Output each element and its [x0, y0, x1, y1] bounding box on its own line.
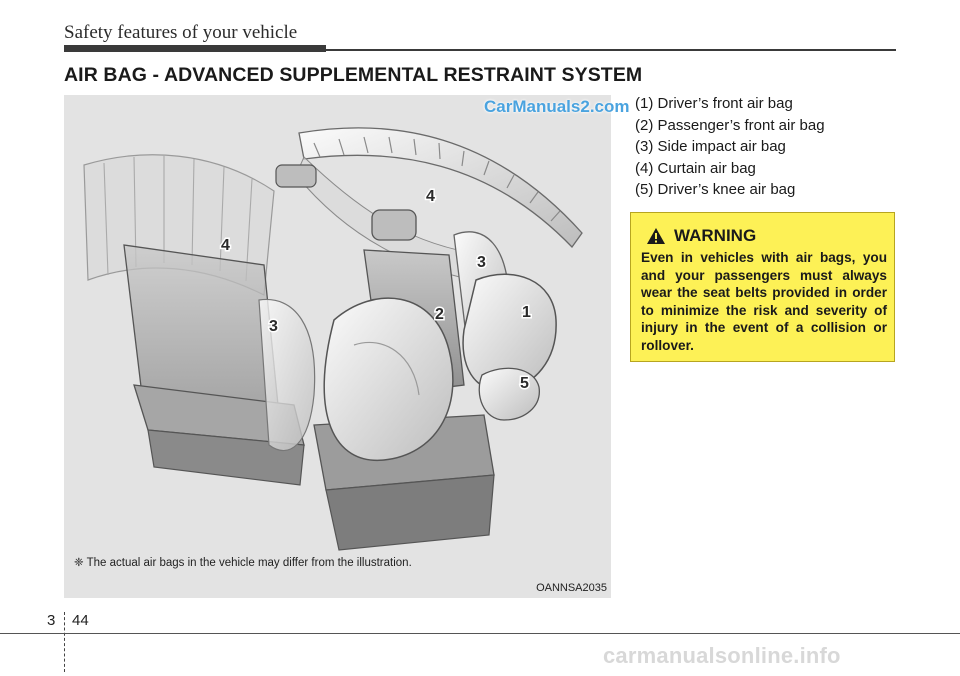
- chapter-number: 3: [47, 612, 56, 629]
- header-rule-thick: [64, 45, 326, 52]
- warning-header: WARNING: [646, 225, 756, 247]
- legend-item-side-impact: (3) Side impact air bag: [635, 138, 786, 155]
- figure-code: OANNSA2035: [536, 582, 607, 594]
- callout-3-front: 3: [477, 254, 486, 271]
- legend-item-passenger-front: (2) Passenger’s front air bag: [635, 116, 825, 134]
- header-rule-thin: [326, 49, 896, 51]
- section-header: Safety features of your vehicle: [64, 22, 298, 43]
- callout-5: 5: [520, 375, 529, 392]
- legend-item-knee: (5) Driver’s knee air bag: [635, 181, 796, 198]
- curtain-airbag-shape: [295, 127, 583, 286]
- footer-divider-vertical: [64, 612, 65, 672]
- watermark-logo: CarManuals2.com: [484, 97, 630, 116]
- callout-1: 1: [522, 304, 531, 321]
- warning-title: WARNING: [674, 226, 757, 245]
- knee-airbag-shape: [478, 367, 540, 421]
- figure-note: ❈ The actual air bags in the vehicle may…: [74, 557, 412, 569]
- airbag-drawing: 1 2 3 3 4 4 5: [83, 127, 583, 551]
- callout-4-rear: 4: [221, 237, 230, 254]
- rear-seat-shape: [123, 164, 317, 486]
- warning-text: Even in vehicles with air bags, you and …: [641, 250, 887, 353]
- rear-side-airbag-shape: [258, 298, 316, 452]
- page-title: AIR BAG - ADVANCED SUPPLEMENTAL RESTRAIN…: [64, 64, 643, 86]
- airbag-legend-list: (1) Driver’s front air bag (2) Passenger…: [635, 93, 825, 201]
- callout-4-front: 4: [426, 188, 435, 205]
- callout-2: 2: [435, 306, 444, 323]
- warning-box: WARNING Even in vehicles with air bags, …: [630, 212, 895, 362]
- footer-watermark: carmanualsonline.info: [603, 643, 841, 668]
- warning-triangle-icon: [647, 228, 665, 244]
- passenger-front-airbag-shape: [323, 297, 454, 462]
- driver-front-airbag-shape: [462, 273, 557, 391]
- callout-3-rear: 3: [269, 318, 278, 335]
- footer-rule: [0, 633, 960, 634]
- legend-item-driver-front: (1) Driver’s front air bag: [635, 95, 793, 112]
- airbag-illustration: 1 2 3 3 4 4 5 CarManuals2.com ❈ The actu…: [64, 95, 630, 598]
- page-number: 44: [72, 612, 89, 629]
- legend-item-curtain: (4) Curtain air bag: [635, 159, 756, 177]
